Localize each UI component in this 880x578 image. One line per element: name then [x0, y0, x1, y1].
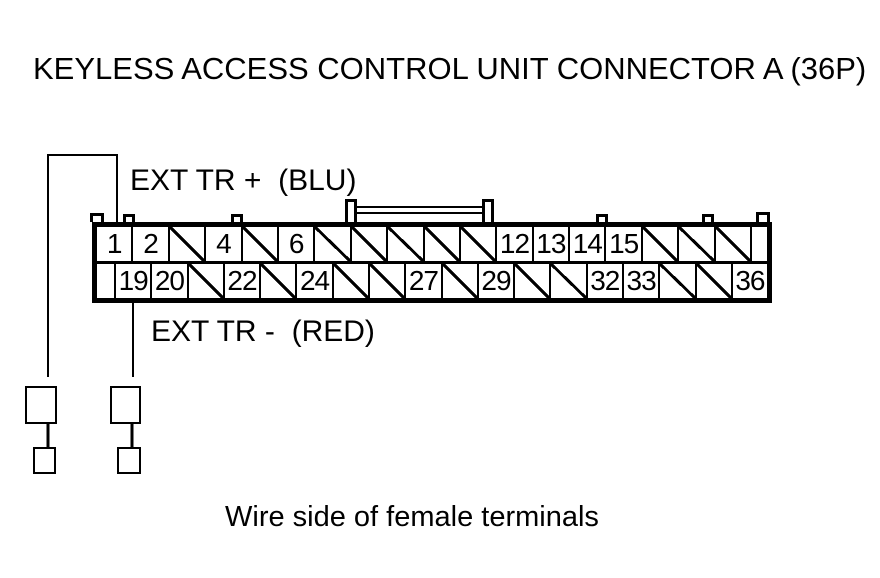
- pin-cell-12: 12: [495, 227, 531, 261]
- pin-cell-24: 24: [295, 264, 331, 298]
- pin-cell-unused: [259, 264, 296, 298]
- pin-cell-27: 27: [404, 264, 440, 298]
- pin-cell-unused: [331, 264, 368, 298]
- pin-cell-15: 15: [604, 227, 640, 261]
- pin-cell-19: 19: [114, 264, 150, 298]
- pin-cell-unused: [694, 264, 731, 298]
- terminal-large-left: [25, 386, 57, 424]
- label-ext-tr-plus: EXT TR + (BLU): [130, 164, 357, 197]
- lock-bridge-bar: [351, 206, 489, 214]
- pin-cell-unused: [386, 227, 423, 261]
- pin-cell-32: 32: [585, 264, 622, 298]
- pin-cell-unused: [313, 227, 350, 261]
- pin-cell-filler: [97, 264, 114, 298]
- pin-cell-unused: [422, 227, 459, 261]
- pin-cell-14: 14: [568, 227, 604, 261]
- connector-corner-tab-right: [756, 212, 770, 222]
- connector-mount-tab-3: [596, 214, 608, 222]
- pin-cell-unused: [349, 227, 387, 261]
- terminal-small-left: [33, 447, 56, 474]
- pin-cell-36: 36: [730, 264, 767, 298]
- pin-cell-6: 6: [276, 227, 313, 261]
- pin-cell-29: 29: [476, 264, 513, 298]
- connector-corner-tab-left: [90, 213, 104, 222]
- pin-cell-2: 2: [131, 227, 167, 261]
- pin-cell-22: 22: [222, 264, 259, 298]
- pin-cell-unused: [440, 264, 477, 298]
- pin-cell-unused: [640, 227, 678, 261]
- pin-cell-20: 20: [150, 264, 186, 298]
- lock-bridge-post-left: [345, 199, 357, 222]
- pin-cell-unused: [186, 264, 223, 298]
- pin-cell-4: 4: [204, 227, 240, 261]
- pin-cell-unused: [513, 264, 550, 298]
- pin-cell-33: 33: [621, 264, 658, 298]
- connector-mount-tab-4: [702, 214, 714, 222]
- lock-bridge-post-right: [482, 199, 494, 222]
- pin-cell-unused: [167, 227, 205, 261]
- terminal-small-right: [117, 447, 141, 474]
- pin-cell-unused: [240, 227, 277, 261]
- label-ext-tr-minus: EXT TR - (RED): [151, 315, 375, 348]
- pin-cell-unused: [713, 227, 751, 261]
- pin-cell-unused: [677, 227, 714, 261]
- pin-cell-filler: [750, 227, 767, 261]
- pin-cell-unused: [658, 264, 695, 298]
- pin-cell-1: 1: [106, 228, 123, 259]
- connector-mount-tab-1: [123, 214, 135, 222]
- connector-mount-tab-2: [231, 214, 243, 222]
- terminal-large-right: [110, 386, 141, 424]
- view-caption: Wire side of female terminals: [225, 501, 599, 533]
- pin-cell-unused: [549, 264, 586, 298]
- pin-cell-unused: [367, 264, 405, 298]
- page-title: KEYLESS ACCESS CONTROL UNIT CONNECTOR A …: [33, 51, 867, 86]
- pin-cell-13: 13: [531, 227, 568, 261]
- pin-cell-unused: [458, 227, 496, 261]
